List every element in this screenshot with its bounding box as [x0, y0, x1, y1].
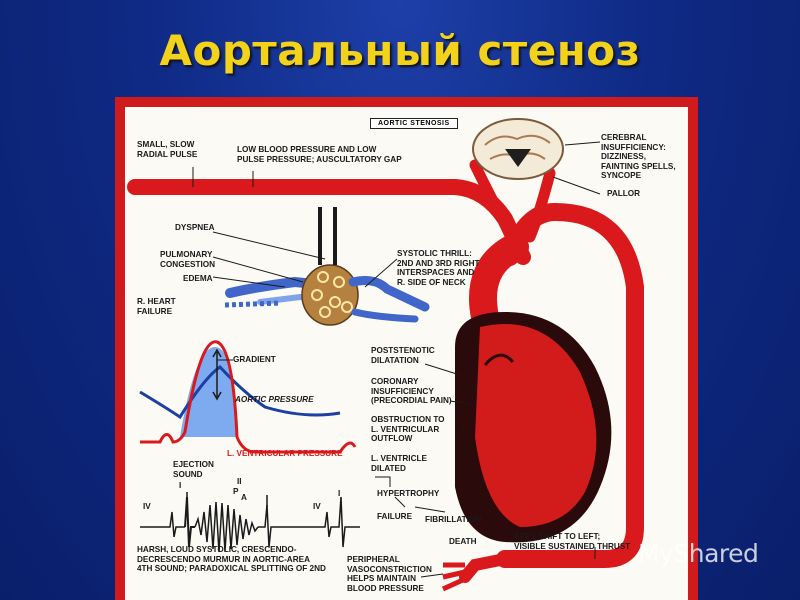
- aortic-pressure-curve: [139, 365, 341, 420]
- peripheral-branch-1: [442, 569, 466, 580]
- label-fibrillation: FIBRILLATION: [425, 515, 482, 524]
- label-failure: FAILURE: [377, 512, 413, 521]
- diagram-title: AORTIC STENOSIS: [370, 118, 458, 129]
- phono-label-iv-first: IV: [143, 502, 151, 511]
- label-ejection-sound: EJECTION SOUND: [173, 460, 214, 479]
- label-r-heart-failure: R. HEART FAILURE: [137, 297, 176, 316]
- murmur-waveform: [194, 501, 259, 553]
- label-peripheral-vasoconstriction: PERIPHERAL VASOCONSTRICTION HELPS MAINTA…: [347, 555, 432, 593]
- label-coronary-insufficiency: CORONARY INSUFFICIENCY (PRECORDIAL PAIN): [371, 377, 452, 406]
- label-cerebral-insufficiency: CEREBRAL INSUFFICIENCY: DIZZINESS, FAINT…: [601, 133, 676, 181]
- phono-label-i-second: I: [338, 489, 341, 498]
- brain-icon: [472, 118, 564, 180]
- lungs-illustration: [224, 207, 430, 326]
- diagram-frame: AORTIC STENOSIS SMALL, SLOW RADIAL PULSE…: [115, 97, 698, 600]
- diagram-canvas: AORTIC STENOSIS SMALL, SLOW RADIAL PULSE…: [125, 107, 688, 600]
- circulation-illustration: [127, 118, 644, 592]
- pressure-curves: [139, 340, 357, 454]
- phono-label-p: P: [233, 487, 239, 496]
- peripheral-branch-2: [441, 576, 467, 592]
- phono-label-i-first: I: [179, 481, 182, 490]
- phono-label-iv-second: IV: [313, 502, 321, 511]
- phono-label-a: A: [241, 493, 247, 502]
- slide-title: Аортальный стеноз: [159, 26, 641, 75]
- label-gradient: GRADIENT: [233, 355, 276, 364]
- label-harsh-murmur: HARSH, LOUD SYSTOLIC, CRESCENDO- DECRESC…: [137, 545, 326, 574]
- label-apex-shift: APEX SHIFT TO LEFT; VISIBLE SUSTAINED TH…: [514, 532, 631, 551]
- aortic-arch: [496, 202, 644, 568]
- label-systolic-thrill: SYSTOLIC THRILL: 2nd AND 3rd RIGHT INTER…: [397, 249, 480, 287]
- label-lv-pressure: L. VENTRICULAR PRESSURE: [227, 449, 343, 458]
- label-poststenotic-dilatation: POSTSTENOTIC DILATATION: [371, 346, 435, 365]
- label-lv-dilated: L. VENTRICLE DILATED: [371, 454, 427, 473]
- label-pulmonary-congestion: PULMONARY CONGESTION: [160, 250, 216, 269]
- ascending-aorta: [469, 233, 529, 331]
- watermark-logo: MyShared: [638, 539, 759, 568]
- label-pallor: PALLOR: [607, 189, 641, 198]
- radial-artery: [127, 179, 531, 265]
- phono-label-ii: II: [237, 477, 242, 486]
- label-edema: EDEMA: [183, 274, 213, 283]
- label-hypertrophy: HYPERTROPHY: [377, 489, 440, 498]
- label-death: DEATH: [449, 537, 477, 546]
- label-small-pulse: SMALL, SLOW RADIAL PULSE: [137, 140, 198, 159]
- heart-shape: [455, 312, 612, 543]
- label-dyspnea: DYSPNEA: [175, 223, 215, 232]
- leader-lines: [192, 141, 601, 578]
- label-aortic-pressure: AORTIC PRESSURE: [235, 395, 314, 404]
- label-low-bp: LOW BLOOD PRESSURE AND LOW PULSE PRESSUR…: [237, 145, 402, 164]
- peripheral-artery: [459, 553, 511, 583]
- lv-pressure-curve: [140, 340, 357, 454]
- phonocardiogram: [140, 492, 360, 553]
- label-obstruction: OBSTRUCTION TO L. VENTRICULAR OUTFLOW: [371, 415, 445, 444]
- carotid-artery-left: [469, 159, 513, 233]
